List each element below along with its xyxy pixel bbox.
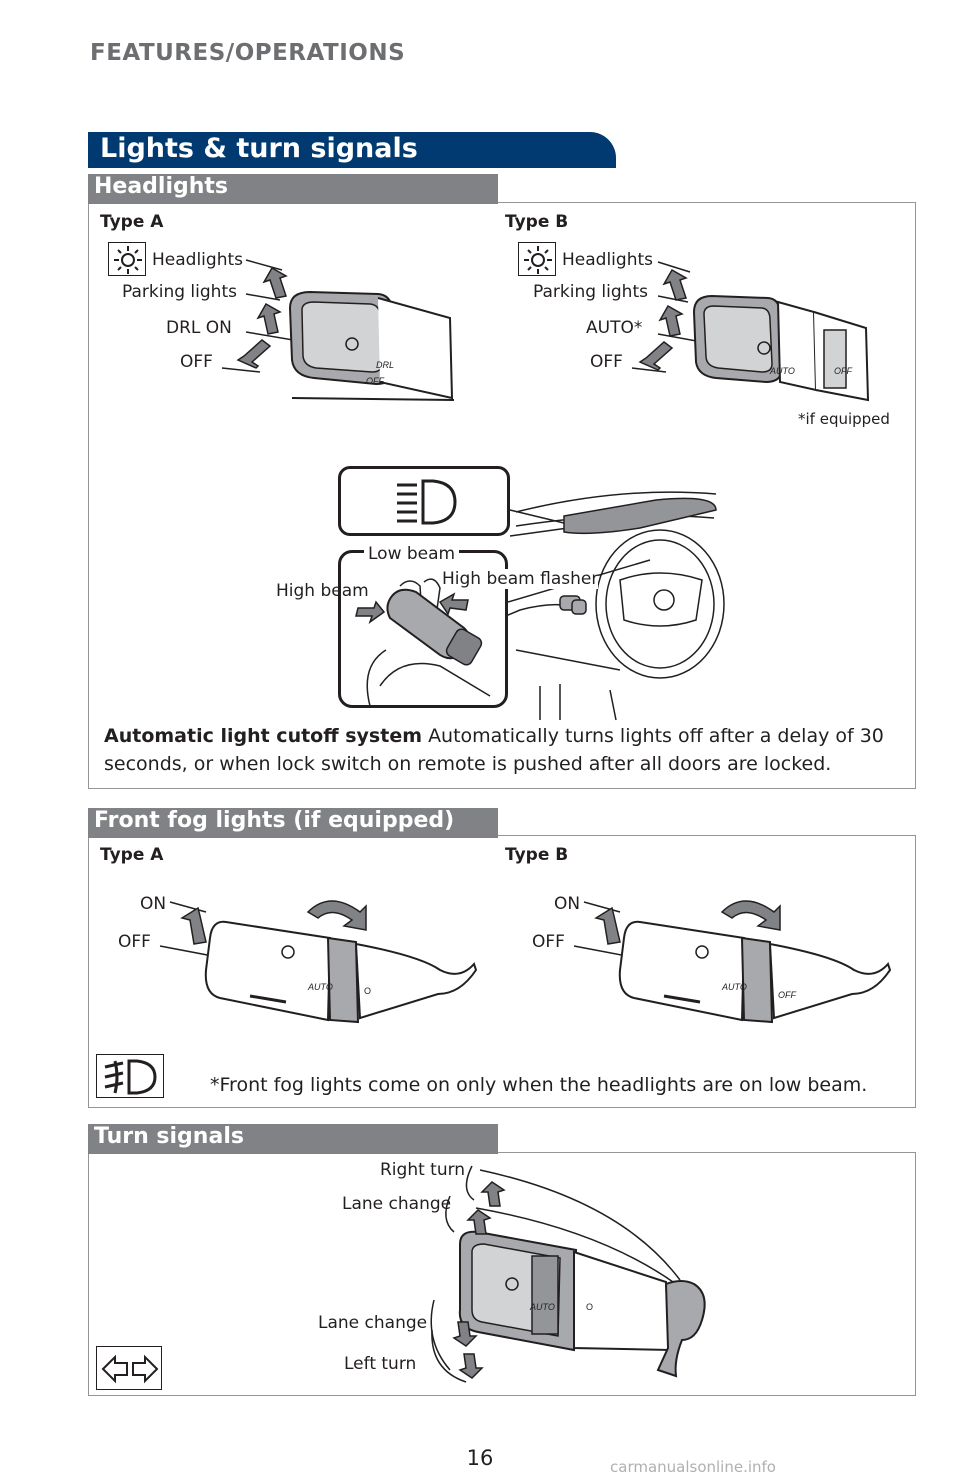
lane-change-up-label: Lane change <box>342 1194 452 1214</box>
type-a-drl-on-label: DRL ON <box>166 318 232 338</box>
fog-type-b-label: Type B <box>505 845 569 865</box>
dashboard-illustration <box>495 491 725 721</box>
fog-type-a-on-label: ON <box>140 894 167 914</box>
fog-a-stalk-auto-mark: AUTO <box>307 982 333 992</box>
turn-stalk-o-mark: O <box>586 1302 593 1312</box>
headlights-section-bar <box>88 174 498 204</box>
fog-b-stalk-auto-mark: AUTO <box>721 982 747 992</box>
title-banner <box>88 132 616 168</box>
fog-lights-box <box>88 835 916 1108</box>
fog-type-b-stalk: AUTO OFF <box>573 900 892 1024</box>
banner-title: Lights & turn signals <box>100 133 418 164</box>
page-number: 16 <box>466 1446 494 1470</box>
cutoff-title: Automatic light cutoff system <box>104 725 423 747</box>
headlights-box <box>88 202 916 789</box>
headlight-symbol-icon <box>108 242 146 276</box>
high-beam-indicator-callout <box>338 466 510 536</box>
turn-section-bar <box>88 1124 498 1154</box>
headlights-section-title: Headlights <box>94 174 229 199</box>
front-fog-light-icon <box>96 1054 164 1098</box>
type-b-headlight-stalk: AUTO OFF <box>631 261 870 402</box>
fog-a-stalk-o-mark: O <box>364 986 371 996</box>
type-b-off-label: OFF <box>590 352 623 372</box>
type-a-stalk-off-mark: OFF <box>366 376 384 386</box>
fog-type-a-label: Type A <box>100 845 164 865</box>
high-beam-indicator-icon <box>397 479 457 525</box>
automatic-light-cutoff-description: Automatic light cutoff system Automatica… <box>104 722 904 778</box>
type-b-headlights-label: Headlights <box>562 250 653 270</box>
headlights-type-a-label: Type A <box>100 212 164 232</box>
fog-type-b-off-label: OFF <box>532 932 565 952</box>
lane-change-down-label: Lane change <box>318 1313 428 1333</box>
watermark: carmanualsonline.info <box>610 1458 776 1476</box>
high-beam-label: High beam <box>276 581 369 601</box>
fog-type-a-off-label: OFF <box>118 932 151 952</box>
type-a-off-label: OFF <box>180 352 213 372</box>
type-a-stalk-drl-mark: DRL <box>376 360 394 370</box>
high-beam-flasher-label: High beam flasher <box>442 569 599 589</box>
type-a-parking-label: Parking lights <box>122 282 237 302</box>
fog-section-bar <box>88 808 498 838</box>
type-b-stalk-auto-mark: AUTO <box>769 366 795 376</box>
type-b-auto-label: AUTO* <box>586 318 643 338</box>
type-b-stalk-off-mark: OFF <box>834 366 852 376</box>
right-turn-label: Right turn <box>380 1160 466 1180</box>
turn-signal-stalk: AUTO O <box>430 1165 706 1383</box>
type-b-parking-label: Parking lights <box>533 282 648 302</box>
turn-signals-box <box>88 1152 916 1396</box>
low-beam-label: Low beam <box>368 544 456 564</box>
fog-section-title: Front fog lights (if equipped) <box>94 808 455 833</box>
left-turn-label: Left turn <box>344 1354 417 1374</box>
headlight-symbol-icon-b <box>518 242 556 276</box>
fog-type-b-on-label: ON <box>554 894 581 914</box>
turn-stalk-auto-mark: AUTO <box>529 1302 555 1312</box>
turn-signal-indicator-icon <box>96 1346 162 1390</box>
type-a-headlights-label: Headlights <box>152 250 243 270</box>
cutoff-text: Automatically turns lights off after a d… <box>104 725 884 775</box>
type-a-headlight-stalk: DRL OFF <box>221 259 455 401</box>
type-b-footnote: *if equipped <box>798 410 890 428</box>
fog-b-stalk-off-mark: OFF <box>778 990 796 1000</box>
fog-type-a-stalk: AUTO O <box>159 900 478 1024</box>
beam-stalk-hand-drawing <box>355 578 491 707</box>
turn-section-title: Turn signals <box>94 1124 244 1149</box>
fog-lights-note: *Front fog lights come on only when the … <box>210 1074 868 1096</box>
headlights-type-b-label: Type B <box>505 212 569 232</box>
page-section-header: FEATURES/OPERATIONS <box>90 40 406 66</box>
